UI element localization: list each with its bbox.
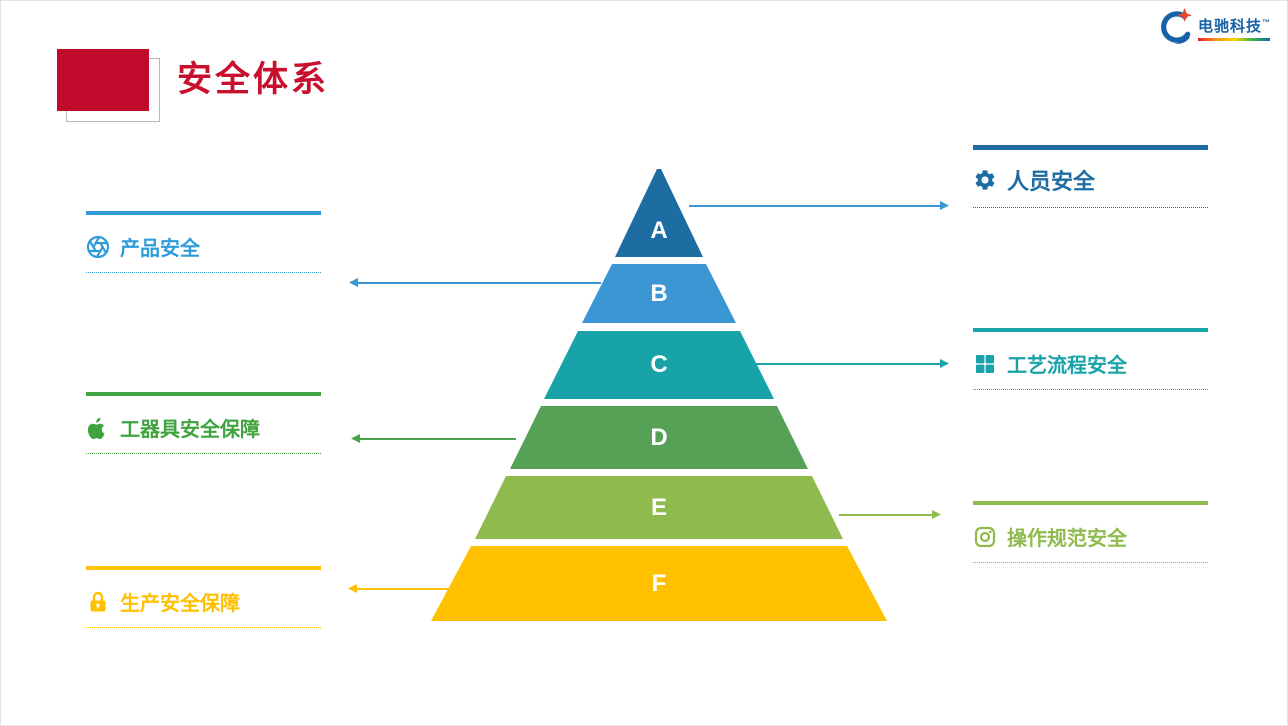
camera-icon xyxy=(973,525,997,549)
label-process-safety: 工艺流程安全 xyxy=(973,328,1208,390)
label-text: 产品安全 xyxy=(120,238,200,260)
layer-letter: C xyxy=(650,351,668,378)
logo-color-bar xyxy=(1197,38,1270,41)
logo-text: 电驰科技™ xyxy=(1197,15,1271,41)
arrow-a-to-personnel xyxy=(689,201,949,210)
arrow-b-to-product xyxy=(349,278,601,287)
label-accent-bar xyxy=(973,501,1208,505)
label-accent-bar xyxy=(973,145,1208,150)
company-name-text: 电驰科技 xyxy=(1197,18,1262,35)
arrow-f-to-production xyxy=(348,584,506,593)
company-name: 电驰科技™ xyxy=(1198,15,1271,36)
arrowhead-icon xyxy=(348,584,357,593)
arrowhead-icon xyxy=(940,359,949,368)
apple-icon xyxy=(86,416,110,440)
pyramid: A B C D E F xyxy=(431,169,887,621)
layer-letter: B xyxy=(650,279,668,307)
page-title: 安全体系 xyxy=(177,60,330,99)
arrow-line xyxy=(753,362,940,365)
logo: 电驰科技™ xyxy=(1152,7,1271,49)
label-accent-bar xyxy=(973,328,1208,332)
lock-icon xyxy=(86,590,110,614)
arrow-c-to-process xyxy=(753,359,949,368)
pyramid-layer-e: E xyxy=(431,476,887,539)
arrow-line xyxy=(358,281,601,284)
label-text: 操作规范安全 xyxy=(1007,528,1127,550)
layer-letter: E xyxy=(650,493,667,521)
pyramid-layer-a: A xyxy=(431,169,887,257)
label-product-safety: 产品安全 xyxy=(86,211,321,273)
aperture-icon xyxy=(86,235,110,259)
arrow-line xyxy=(839,513,932,516)
label-accent-bar xyxy=(86,211,321,215)
label-text: 工器具安全保障 xyxy=(120,419,260,441)
label-personnel-safety: 人员安全 xyxy=(973,145,1208,208)
pyramid-layer-b: B xyxy=(431,264,887,323)
arrowhead-icon xyxy=(932,510,941,519)
label-text: 工艺流程安全 xyxy=(1007,355,1127,377)
arrow-d-to-tools xyxy=(351,434,516,443)
label-accent-bar xyxy=(86,392,321,396)
arrowhead-icon xyxy=(349,278,358,287)
pyramid-layer-f: F xyxy=(431,546,887,621)
title-accent-block xyxy=(57,49,149,111)
arrow-line xyxy=(689,204,940,207)
logo-swoosh-icon xyxy=(1161,8,1192,44)
arrowhead-icon xyxy=(940,201,949,210)
layer-letter: D xyxy=(650,423,668,451)
grid-icon xyxy=(973,352,997,376)
label-production-safety: 生产安全保障 xyxy=(86,566,321,628)
gear-icon xyxy=(973,168,997,192)
layer-letter: F xyxy=(651,569,667,597)
arrow-line xyxy=(357,587,506,590)
arrow-e-to-operation xyxy=(839,510,941,519)
label-text: 人员安全 xyxy=(1007,169,1096,194)
label-tools-safety: 工器具安全保障 xyxy=(86,392,321,454)
label-text: 生产安全保障 xyxy=(120,593,240,615)
arrowhead-icon xyxy=(351,434,360,443)
arrow-line xyxy=(360,437,516,440)
layer-letter: A xyxy=(650,217,668,244)
label-operation-safety: 操作规范安全 xyxy=(973,501,1208,563)
label-accent-bar xyxy=(86,566,321,570)
trademark-mark: ™ xyxy=(1262,18,1271,27)
